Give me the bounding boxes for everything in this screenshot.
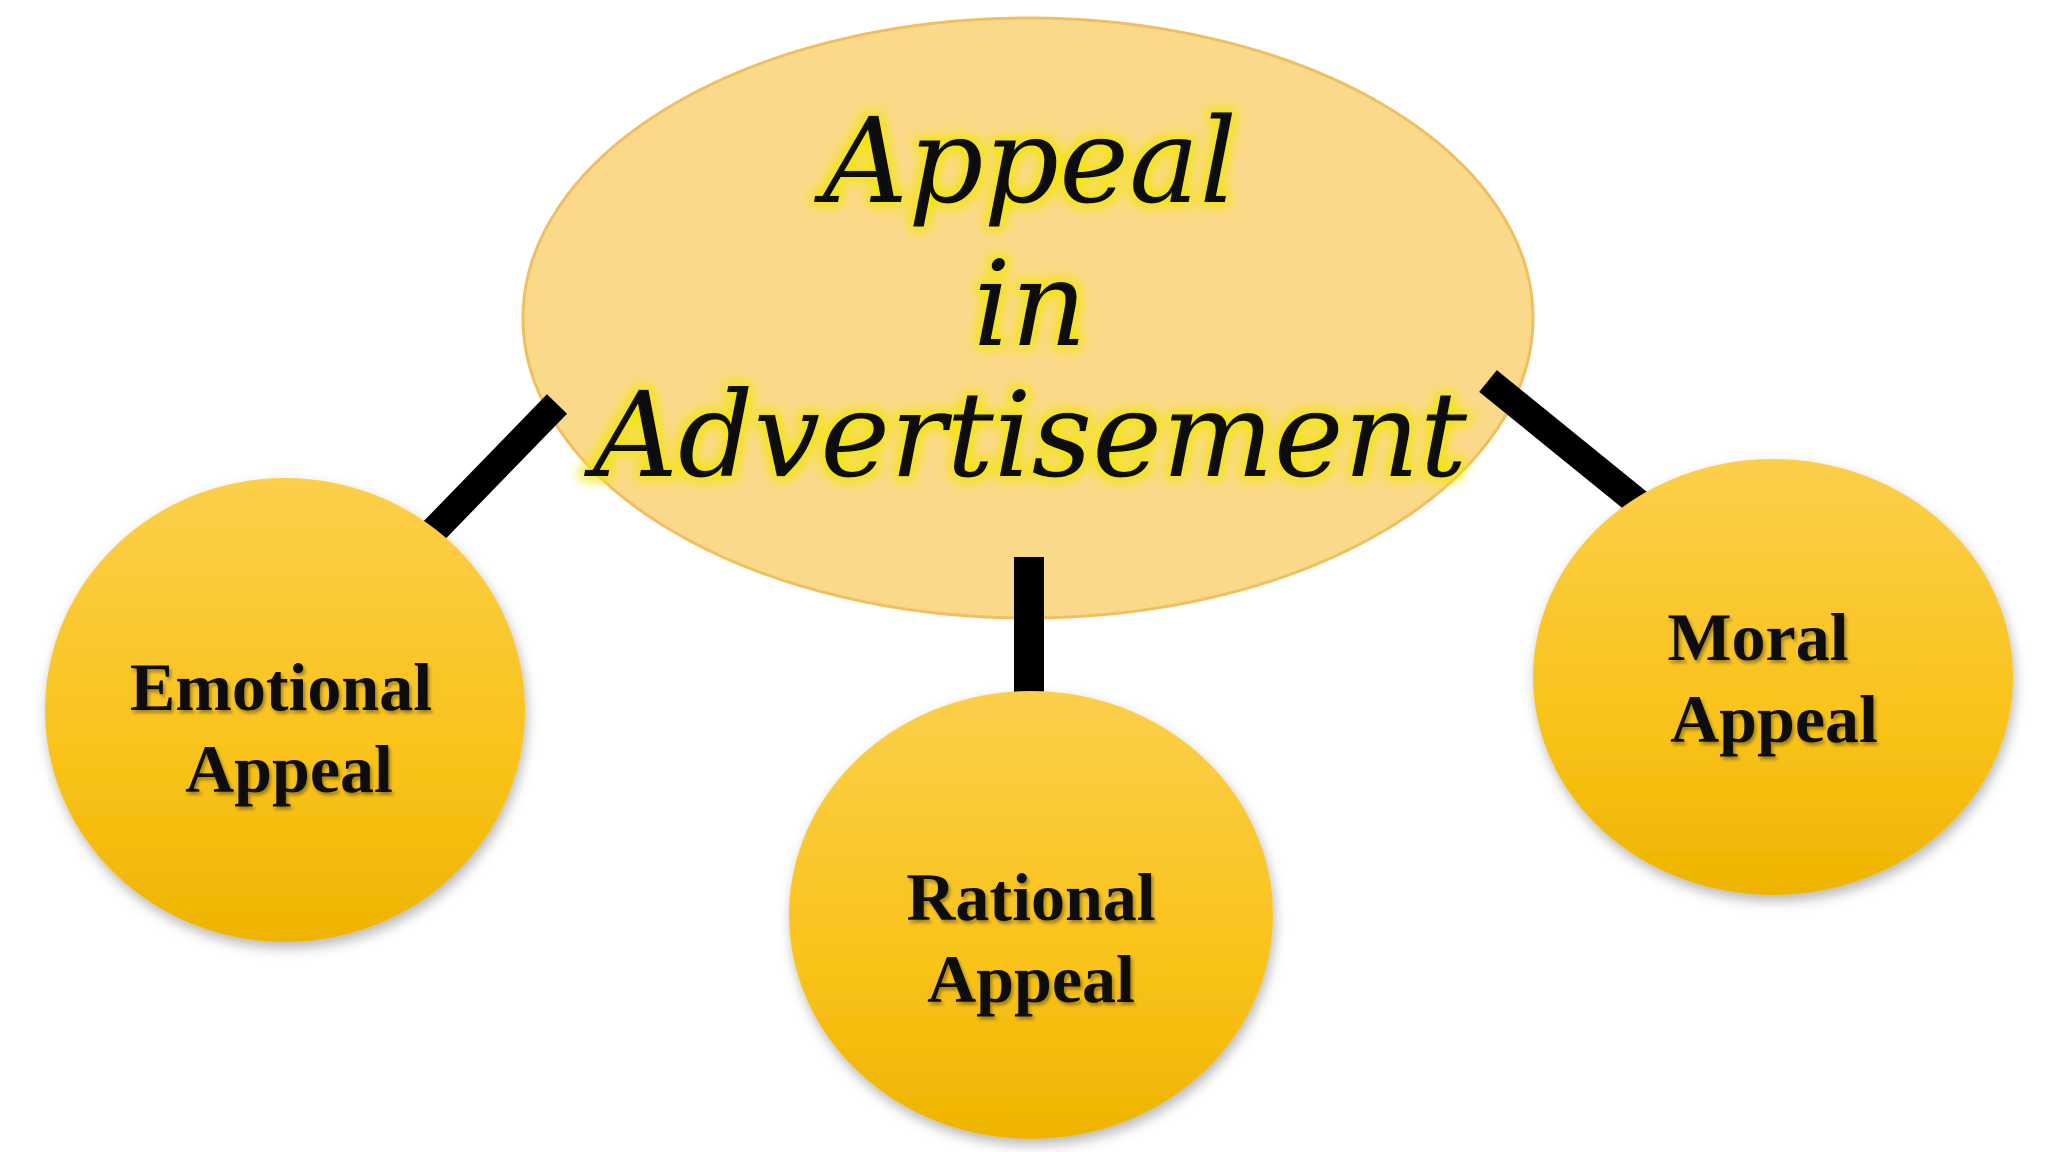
node-rational-label-line-2: Appeal [927,941,1135,1017]
center-title-line-1: Appeal [814,92,1237,230]
center-title-line-2: in [973,235,1087,373]
node-emotional-circle [45,478,525,942]
node-moral-circle [1533,459,2013,895]
center-title-line-3: Advertisement [584,366,1468,504]
node-moral: Moral Appeal [1533,459,2013,895]
node-emotional-label-line-2: Appeal [185,731,393,807]
node-rational: Rational Appeal [789,691,1273,1139]
node-emotional-label-line-1: Emotional [130,649,432,725]
node-rational-label-line-1: Rational [906,859,1155,935]
node-moral-label-line-2: Appeal [1670,681,1878,757]
node-moral-label-line-1: Moral [1667,599,1848,675]
node-emotional: Emotional Appeal [45,478,525,942]
center-node: Appeal in Advertisement [521,16,1535,620]
node-rational-circle [789,691,1273,1139]
